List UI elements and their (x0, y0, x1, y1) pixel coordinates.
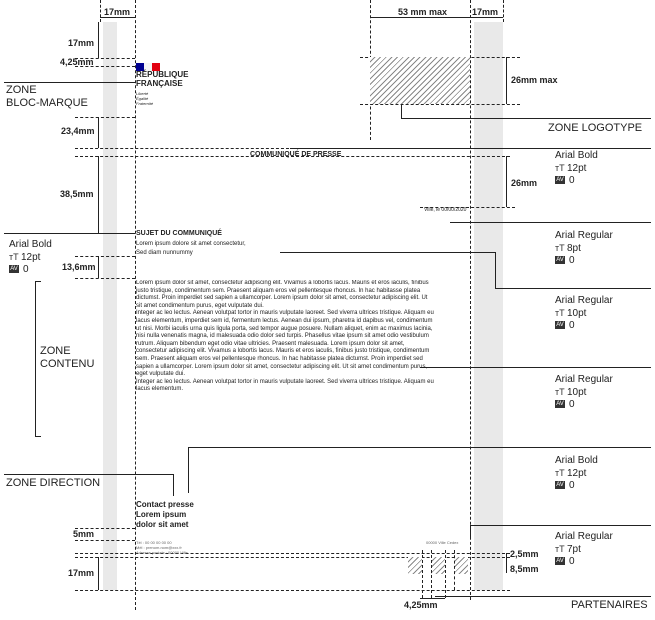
dim-footer-gap-2: 8,5mm (510, 564, 539, 574)
sujet-title: SUJET DU COMMUNIQUÉ (136, 230, 222, 237)
guide-page-edge-right (503, 0, 504, 22)
dim-chapo-gap: 13,6mm (62, 262, 96, 272)
dim-bottom-margin: 17mm (68, 568, 95, 578)
dim-title-zone: 38,5mm (60, 189, 94, 199)
partner-logo-1 (408, 557, 422, 574)
spec-contact-leader (188, 447, 651, 448)
guide-page-edge (100, 0, 101, 22)
dim-bar-top-margin (98, 22, 99, 58)
logotype-leader-v (401, 104, 402, 118)
guide-left-margin (135, 0, 136, 610)
dim-line-left-margin (100, 17, 135, 18)
guide-contact-bottom (75, 528, 135, 529)
zone-logotype-label: ZONE LOGOTYPE (548, 122, 643, 134)
partner-logo-2 (431, 557, 445, 574)
dim-bottom-gap: 5mm (73, 529, 95, 539)
guide-body-top (75, 278, 135, 279)
dim-title-height: 26mm (511, 178, 538, 188)
marianne-flag (136, 58, 160, 71)
guide-title-bottom (420, 207, 515, 208)
dim-left-margin: 17mm (104, 7, 131, 17)
guide-bottom-edge (75, 590, 510, 591)
guide-logo-bottom (360, 104, 520, 105)
dim-bar-bloc-gap (98, 117, 99, 148)
zone-contenu-bracket (35, 281, 36, 436)
logotype-leader-h (401, 118, 651, 119)
spec-corps-leader-1 (280, 252, 495, 253)
direction-leader-h (4, 474, 174, 475)
dim-line-partner-gap (420, 598, 445, 599)
guide-footer-line-1 (75, 553, 510, 554)
dim-bar-chapo-gap (98, 256, 99, 278)
partner-logo-3 (454, 557, 468, 574)
guide-bloc-bottom (75, 117, 135, 118)
direction-leader-v (173, 474, 174, 496)
partenaires-leader (435, 596, 651, 597)
zone-bloc-marque-line (4, 82, 135, 83)
zone-partenaires-label: PARTENAIRES (571, 599, 648, 611)
spec-footer-leader (470, 525, 651, 526)
dim-partner-gap: 4,25mm (404, 600, 438, 610)
dim-bar-logo-height (506, 57, 507, 104)
dim-bloc-gap: 23,4mm (61, 126, 95, 136)
date-line: Ville, le 00/00/2020 (424, 207, 467, 213)
dim-footer-gap-1: 2,5mm (510, 549, 539, 559)
body-text: Lorem ipsum dolor sit amet, consectetur … (136, 280, 434, 393)
dim-logo-height: 26mm max (511, 75, 558, 85)
guide-title-line (75, 156, 510, 157)
document-page (117, 22, 474, 590)
guide-footer-line-2 (75, 557, 510, 558)
logo-placeholder (370, 57, 470, 104)
guide-chapo-bottom (75, 256, 135, 257)
dim-logo-width: 53 mm max (398, 7, 448, 17)
spec-titre-leader (290, 148, 651, 149)
chapo: Lorem ipsum dolore sit amet consectetur,… (136, 241, 246, 256)
dim-line-logo-width (370, 17, 470, 18)
dim-right-margin: 17mm (472, 7, 499, 17)
dim-bar-footer (506, 553, 507, 573)
spec-chapo-leader (4, 233, 135, 234)
spec-corps2-leader (420, 367, 651, 368)
dim-bar-title-height (506, 156, 507, 207)
communique-title: COMMUNIQUÉ DE PRESSE (250, 151, 342, 158)
spec-date-leader (450, 222, 651, 223)
dim-line-right-margin (470, 17, 503, 18)
dim-bar-title-zone (98, 156, 99, 233)
zone-direction-label: ZONE DIRECTION (6, 477, 101, 489)
guide-marianne-top (75, 58, 135, 59)
dim-top-margin: 17mm (68, 38, 95, 48)
dim-marianne-gap: 4,25mm (60, 57, 94, 67)
guide-footer-top (75, 540, 135, 541)
footer-right: 00000 Ville Cedex (426, 540, 459, 545)
guide-marianne-bottom (75, 66, 135, 67)
dim-bar-bottom-margin (98, 557, 99, 590)
guide-right-margin (470, 0, 471, 600)
